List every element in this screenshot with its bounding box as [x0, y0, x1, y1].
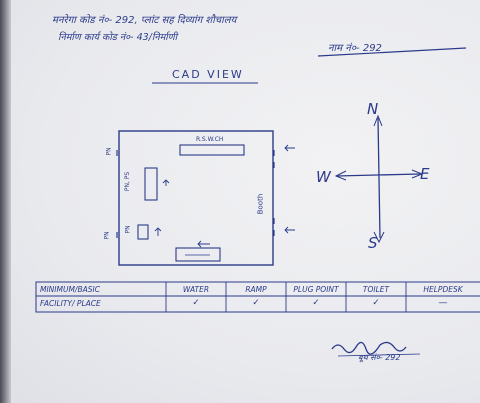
plan-title: CAD VIEW [172, 68, 244, 81]
arrow-left-3 [284, 226, 295, 234]
col-helpdesk: HELPDESK [423, 285, 463, 294]
left-fixture-1 [144, 167, 158, 201]
table-outline [35, 281, 480, 313]
top-fixture [179, 144, 245, 156]
compass-arrow-e [411, 169, 424, 179]
arrow-left-2 [284, 144, 295, 152]
compass-w: W [316, 168, 331, 186]
val-ramp: ✓ [252, 298, 260, 308]
compass-vertical [377, 117, 381, 239]
left-label-a: PN [105, 147, 113, 156]
val-plug-point: ✓ [312, 298, 320, 308]
col-plug-point: PLUG POINT [293, 285, 339, 294]
compass-n: N [367, 100, 379, 118]
col-water: WATER [182, 285, 210, 294]
code-underline [317, 47, 467, 57]
left-label-c: PN [124, 225, 132, 234]
compass-arrow-n [373, 114, 383, 127]
arrow-up-2 [154, 227, 162, 236]
compass-arrow-w [334, 170, 347, 181]
table-row-label-1: MINIMUM/BASIC [40, 285, 100, 294]
room-outline [118, 130, 274, 266]
compass-s: S [368, 234, 378, 252]
right-wall-label: Booth [256, 193, 265, 215]
arrow-left-1 [197, 240, 210, 248]
header-line-2: निर्माण कार्य कोड नं०- 43/निर्माणी [58, 32, 178, 43]
val-helpdesk: — [438, 298, 448, 308]
notebook-binding [0, 0, 11, 403]
compass-e: E [420, 165, 430, 183]
left-fixture-2 [137, 224, 149, 240]
signature-underline [337, 353, 421, 357]
signature-scribble [331, 341, 407, 355]
arrow-up-1 [162, 179, 170, 186]
header-line-1: मनरेगा कोड नं०- 292, प्लांट सह दिव्यांग … [52, 15, 237, 26]
signature-caption: बूथ सं०- 292 [358, 353, 401, 362]
left-label-d: PN [103, 231, 111, 240]
left-label-b: PN, PS [124, 171, 132, 192]
compass-horizontal [335, 173, 421, 177]
val-toilet: ✓ [372, 298, 380, 308]
col-toilet: TOILET [362, 285, 390, 294]
col-ramp: RAMP [245, 285, 267, 294]
bottom-fixture [175, 247, 221, 262]
header-code: नाम नं०- 292 [328, 43, 382, 54]
top-fixture-label: R.S.W.CH [196, 136, 224, 143]
val-water: ✓ [192, 298, 200, 308]
compass-arrow-s [373, 231, 385, 244]
table-row-label-2: FACILITY/ PLACE [40, 299, 101, 308]
